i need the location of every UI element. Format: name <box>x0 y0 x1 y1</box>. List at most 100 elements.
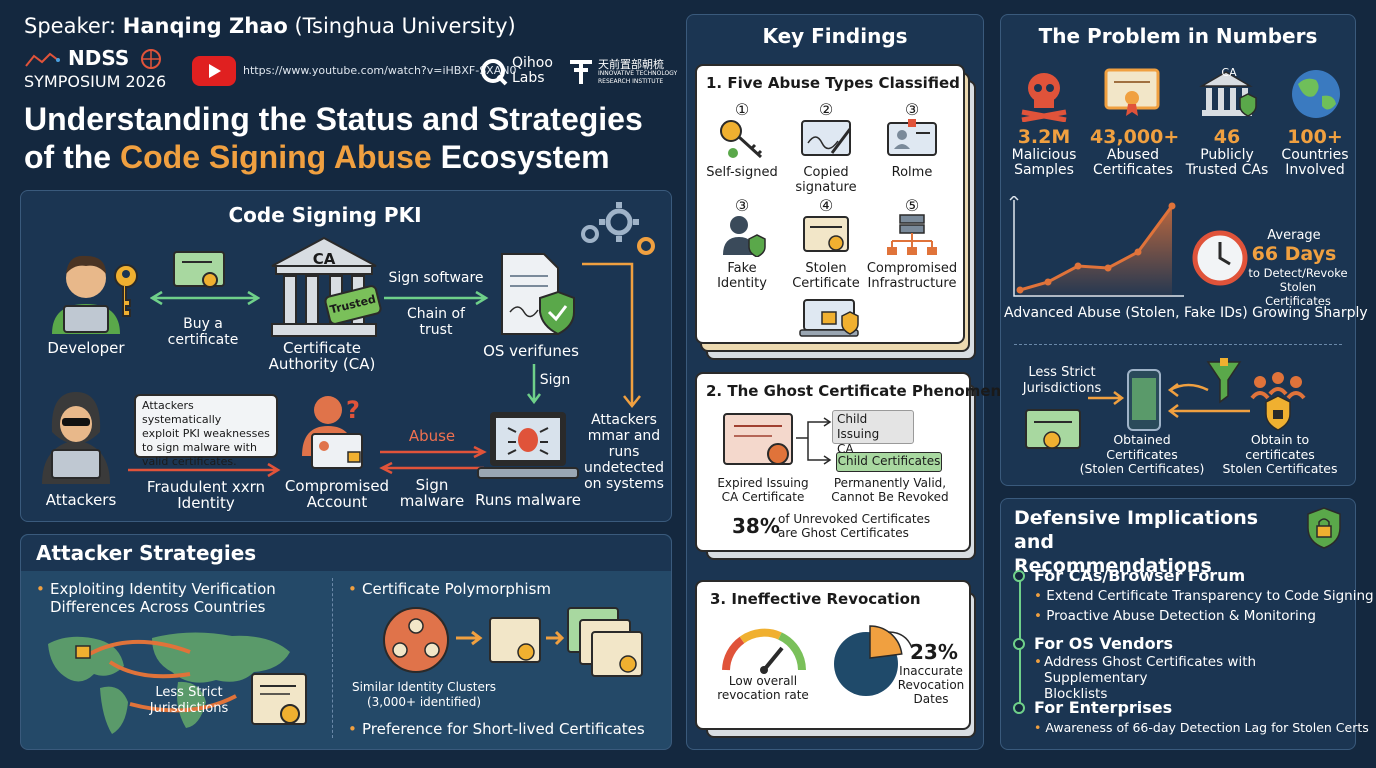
youtube-link[interactable]: https://www.youtube.com/watch?v=iHBXF-SX… <box>243 64 517 77</box>
abuse-type-2-num: ② <box>818 100 834 119</box>
pie-pointer <box>887 631 913 649</box>
ndss-symposium-text: SYMPOSIUM 2026 <box>24 72 167 91</box>
phone-icon <box>1127 369 1161 431</box>
gears-icon <box>581 202 655 255</box>
strategy-bullet-2: • Certificate Polymorphism <box>348 580 648 598</box>
abuse-type-5-num: ④ <box>818 196 834 215</box>
tsinghua-institute-logo: 天前置部朝梳 INNOVATIVE TECHNOLOGY RESEARCH IN… <box>568 56 678 90</box>
growth-chart-caption: Advanced Abuse (Stolen, Fake IDs) Growin… <box>1004 305 1368 321</box>
attackers-callout: Attackers systematically exploit PKI wea… <box>134 394 278 468</box>
defense-group-2-head: For OS Vendors <box>1034 634 1174 653</box>
expired-issuing-label: Expired Issuing CA Certificate <box>717 476 809 504</box>
numbers-less-strict-label: Less Strict Jurisdictions <box>1022 365 1102 396</box>
obtain-arrow-top <box>1167 383 1209 397</box>
chain-orange-arrow <box>582 262 641 409</box>
pie-slice-inaccurate <box>869 625 903 659</box>
strategy-less-strict-label: Less Strict Jurisdictions <box>149 685 229 716</box>
abused-cert-icon <box>1104 68 1160 116</box>
stat-2: 43,000+ Abused Certificates <box>1090 126 1179 178</box>
fake-identity-icon <box>723 216 766 258</box>
buy-cert-label: Buy a certificate <box>167 316 239 348</box>
developer-label: Developer <box>47 339 125 357</box>
sign-software-label: Sign software <box>388 270 484 286</box>
abuse-type-1-num: ① <box>734 100 750 119</box>
defense-group-1-item-2: • Proactive Abuse Detection & Monitoring <box>1034 608 1316 624</box>
stat-4: 100+ Countries Involved <box>1276 126 1354 178</box>
defense-group-3-item-1: • Awareness of 66-day Detection Lag for … <box>1034 720 1369 735</box>
ndss-logo: NDSS SYMPOSIUM 2026 <box>24 46 184 96</box>
strategy-bullet-1: • Exploiting Identity Verification Diffe… <box>36 580 326 616</box>
institute-en-text-1: INNOVATIVE TECHNOLOGY <box>598 70 678 77</box>
sign-malware-label: Sign malware <box>399 476 465 510</box>
card2-title: 2. The Ghost Certificate Phenomenon <box>706 382 1023 400</box>
fraudulent-identity-label: Fraudulent xxrn Identity <box>146 478 266 512</box>
ndss-mark-icon <box>25 52 60 67</box>
child-issuing-box: Child Issuing CA Certificate <box>832 410 914 471</box>
defense-dot-2 <box>1013 638 1025 650</box>
attackers-runs-label: Attackers mmar and runs undetected on sy… <box>583 412 665 492</box>
inaccurate-percent: 23% <box>910 640 958 664</box>
abuse-arrows <box>379 446 487 475</box>
signed-document-icon <box>501 253 575 336</box>
speaker-line: Speaker: Hanqing Zhao (Tsinghua Universi… <box>24 14 516 38</box>
compromised-account-label: Compromised Account <box>284 477 390 511</box>
key-icon <box>114 264 138 317</box>
sign-label: Sign <box>539 372 571 388</box>
buy-cert-arrow <box>150 290 260 306</box>
stat-3-value: 46 <box>1213 126 1241 148</box>
card3-title: 3. Ineffective Revocation <box>710 590 921 608</box>
less-strict-arrow <box>1088 391 1125 405</box>
stolen-certificate-icon <box>803 216 849 252</box>
ghost-percent-text: of Unrevoked Certificates are Ghost Cert… <box>778 512 931 540</box>
growth-chart <box>1009 196 1184 297</box>
child-certs-box: Child Certificates <box>836 452 942 472</box>
abuse-type-6-num: ⑤ <box>904 196 920 215</box>
id-card-icon <box>887 119 937 156</box>
speaker-prefix: Speaker: <box>24 14 123 38</box>
clock-icon <box>1192 230 1248 286</box>
numbers-divider <box>1014 344 1342 345</box>
qihoo-labs-text: Labs <box>512 70 545 86</box>
abuse-type-4: ③ Fake Identity <box>702 196 782 292</box>
attacker-group-icon <box>1250 372 1306 431</box>
abuse-type-5-label: Stolen Certificate <box>792 261 860 291</box>
title-line-2: of the Code Signing Abuse Ecosystem <box>24 139 610 175</box>
abuse-type-3-label: Rolme <box>891 165 933 180</box>
polymorphism-icon <box>383 607 643 677</box>
defense-group-2-item-1: •Address Ghost Certificates with Supplem… <box>1034 654 1257 702</box>
youtube-icon[interactable] <box>192 56 236 86</box>
sign-down-arrow <box>527 364 541 405</box>
abuse-type-6: ⑤ Compromised Infrastructure <box>862 196 962 292</box>
identity-clusters-label: Similar Identity Clusters (3,000+ identi… <box>351 680 497 709</box>
strategy-certificate-icon <box>251 673 307 725</box>
shield-lock-icon <box>1307 507 1341 549</box>
abuse-label: Abuse <box>408 427 456 445</box>
defense-group-1-item-1: • Extend Certificate Transparency to Cod… <box>1034 588 1374 604</box>
abuse-type-1: ① Self-signed <box>702 100 782 181</box>
low-rate-label: Low overall revocation rate <box>717 674 809 702</box>
svg-text:?: ? <box>346 396 360 424</box>
inaccurate-text: Inaccurate Revocation Dates <box>897 664 965 706</box>
stat-3: 46 Publicly Trusted CAs <box>1184 126 1270 178</box>
key-icon <box>720 120 763 159</box>
sign-software-arrow <box>384 290 489 306</box>
obtain-to-label: Obtain to certificates Stolen Certificat… <box>1222 432 1338 476</box>
strategies-divider <box>332 578 333 738</box>
trusted-ca-icon-text: CA <box>1221 66 1237 79</box>
revocation-gauge-icon <box>722 628 806 674</box>
ghost-cert-diagram <box>723 413 832 465</box>
abuse-type-3-num: ③ <box>904 100 920 119</box>
runs-malware-label: Runs malware <box>475 491 581 509</box>
abuse-type-1-label: Self-signed <box>706 165 778 180</box>
stat-2-label: Abused Certificates <box>1092 147 1173 178</box>
pki-title: Code Signing PKI <box>228 203 422 227</box>
malware-laptop-icon <box>477 412 579 479</box>
abuse-type-6-label: Compromised Infrastructure <box>866 261 958 291</box>
card1-title: 1. Five Abuse Types Classified <box>706 74 960 92</box>
attackers-label: Attackers <box>45 491 117 509</box>
ca-name-label: Certificate Authority (CA) <box>268 339 376 373</box>
abuse-type-2-label: Copied signature <box>795 165 857 195</box>
title-line-1: Understanding the Status and Strategies <box>24 101 643 137</box>
abuse-type-4-num: ③ <box>734 196 750 215</box>
ca-building-label: CA <box>312 250 336 268</box>
